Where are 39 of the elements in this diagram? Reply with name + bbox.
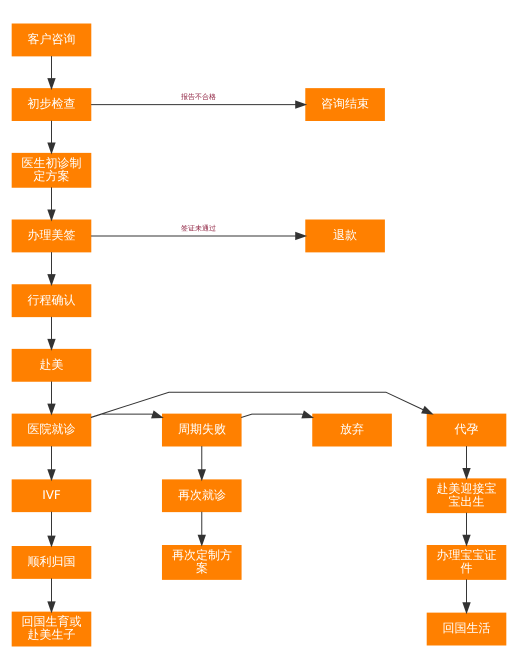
arrow [198, 511, 206, 547]
node-box: 赴美 [12, 348, 92, 382]
node-box: 初步检查 [12, 88, 92, 122]
arrow [47, 56, 56, 90]
node-box: 咨询结束 [305, 88, 385, 122]
node-box: 代孕 [426, 414, 506, 446]
arrow [462, 578, 471, 614]
node-box: 退款 [305, 220, 385, 252]
node-box: 医生初诊制定方案 [12, 152, 92, 188]
node-box: 周期失败 [162, 414, 242, 446]
arrow [47, 186, 56, 222]
node-box: 办理宝宝证件 [426, 545, 506, 580]
arrow [47, 511, 56, 548]
node-box: 医院就诊 [12, 414, 92, 446]
arrow [90, 392, 434, 418]
arrow [47, 446, 56, 482]
arrow [47, 381, 56, 416]
node-box: 顺利归国 [12, 546, 92, 579]
node-box: IVF [12, 479, 92, 512]
node-box: 行程确认 [12, 284, 92, 318]
node-box: 回国生活 [426, 612, 506, 646]
node-box: 再次定制方案 [162, 545, 242, 580]
arrow [240, 410, 314, 418]
node-box: 赴美迎接宝宝出生 [426, 478, 506, 514]
arrow [47, 120, 56, 154]
arrow [90, 232, 308, 240]
node-box: 回国生育或赴美生子 [12, 612, 92, 647]
arrow [90, 410, 164, 418]
node-box: 再次就诊 [162, 479, 242, 512]
arrow [198, 446, 206, 482]
node-box: 客户咨询 [12, 23, 92, 56]
arrow [47, 252, 56, 286]
node-box: 放弃 [312, 414, 392, 446]
arrow [47, 316, 56, 351]
arrow [462, 512, 471, 547]
node-box: 办理美签 [12, 220, 92, 252]
arrow [90, 100, 308, 109]
arrow [47, 578, 56, 614]
arrow [462, 446, 471, 480]
